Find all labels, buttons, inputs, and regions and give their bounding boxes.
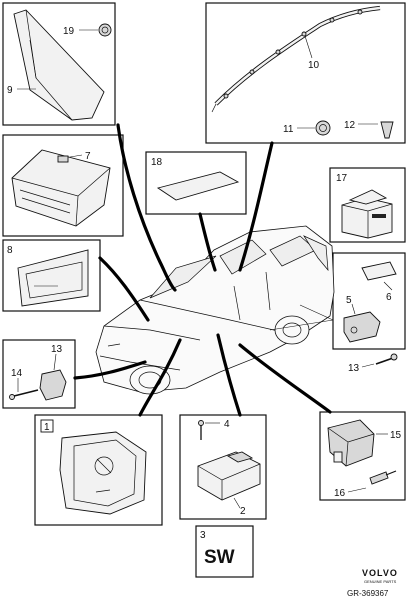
car-illustration: [95, 225, 335, 395]
callout-14: 14: [11, 368, 23, 379]
brand-volvo: VOLVO: [362, 568, 398, 578]
clip-12: [380, 121, 394, 139]
diagram-code: GR-369367: [347, 589, 389, 598]
callout-1: 1: [44, 422, 50, 433]
sw-text: SW: [204, 547, 235, 568]
brand-sub: GENUINE PARTS: [364, 579, 397, 584]
callout-16: 16: [334, 488, 346, 499]
leader-18-to-car: [198, 212, 217, 272]
callout-10: 10: [308, 60, 320, 71]
callout-13-left: 13: [51, 344, 63, 355]
callout-3: 3: [200, 530, 206, 541]
side-sensor-5: [343, 311, 381, 343]
leader-7-to-car: [116, 123, 177, 292]
leader-2-to-car: [216, 333, 242, 417]
rivet-16: [369, 470, 397, 485]
callout-18: 18: [151, 157, 163, 168]
bolt-13-right: [375, 353, 398, 365]
bolt-14: [9, 389, 39, 400]
callout-6: 6: [386, 292, 392, 303]
front-sensor-13: [39, 369, 67, 401]
callout-13-right: 13: [348, 363, 360, 374]
leader-1-to-car: [138, 338, 182, 417]
callout-4: 4: [224, 419, 230, 430]
callout-7: 7: [85, 151, 91, 162]
leader-13-to-car: [73, 360, 147, 380]
box-curtain-airbag: [205, 2, 406, 144]
leader-15-to-car: [238, 343, 332, 414]
screw-4: [198, 420, 204, 440]
callout-5: 5: [346, 295, 352, 306]
sensor-label-6: [361, 261, 397, 281]
callout-11: 11: [283, 124, 294, 135]
leader-8-to-car: [98, 256, 150, 322]
box-front-sensor: [2, 339, 76, 409]
callout-12: 12: [344, 120, 356, 131]
label-sticker: [156, 171, 240, 201]
leader-5-to-car: [269, 304, 334, 331]
callout-15: 15: [390, 430, 402, 441]
airbag-control-module-2: [197, 451, 261, 501]
callout-8: 8: [7, 245, 13, 256]
callout-19: 19: [63, 26, 75, 37]
callout-17: 17: [336, 173, 348, 184]
callout-2: 2: [240, 506, 246, 517]
clip-19: [98, 23, 112, 37]
nut-11: [315, 120, 331, 136]
box-software-3: [195, 525, 254, 578]
steering-airbag-cover: [59, 431, 147, 515]
leader-10-to-car: [238, 141, 274, 272]
passenger-airbag-module: [11, 149, 111, 227]
callout-9: 9: [7, 85, 13, 96]
